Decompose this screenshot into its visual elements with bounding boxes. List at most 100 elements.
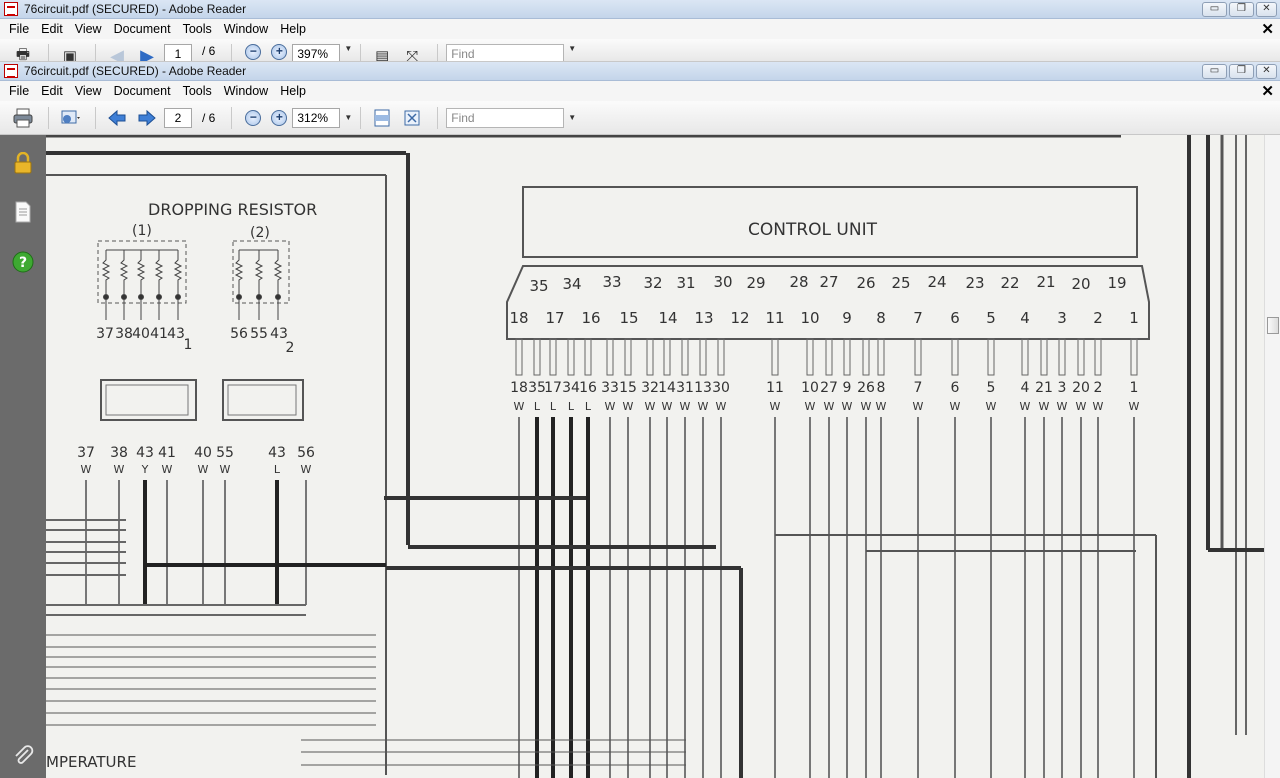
control-unit-wire-color: W [842,400,853,413]
menu-window[interactable]: Window [223,84,269,98]
back-zoom-in-icon[interactable]: + [271,44,288,60]
attachment-icon[interactable] [11,743,35,767]
next-page-icon[interactable] [134,106,160,130]
vertical-scrollbar[interactable] [1264,135,1280,778]
back-restore-button[interactable]: ❐ [1229,2,1254,17]
back-print-icon[interactable]: 🖶 [15,45,31,62]
resistor-element [173,250,183,295]
control-unit-bottom-pin: 16 [581,309,600,327]
page-number-input[interactable]: 2 [164,107,192,128]
control-unit-bottom-pin: 5 [986,309,996,327]
control-unit-wire-color: L [550,400,557,413]
resistor-2-pin-label: 56 [230,326,248,342]
back-menu-tools[interactable]: Tools [182,22,212,36]
back-find-input[interactable]: Find [446,44,565,61]
control-unit-bottom-pin: 13 [694,309,713,327]
control-unit-wire-number: 14 [658,380,676,396]
connector-pin-label: 55 [216,445,234,461]
wire-color-label: W [301,463,312,476]
menu-file[interactable]: File [9,84,30,98]
control-unit-wire-number: 8 [877,380,886,396]
control-unit-wire-number: 31 [676,380,694,396]
fit-page-icon[interactable] [369,106,395,130]
control-unit-top-pin: 21 [1036,273,1055,291]
help-icon[interactable]: ? [11,250,35,274]
share-icon[interactable] [57,106,83,130]
resistor-terminal [156,294,162,300]
find-input[interactable]: Find [446,107,565,128]
back-menubar: File Edit View Document Tools Window Hel… [0,19,1280,39]
toolbar: 2 / 6 − + 312% ▼ Find ▼ [0,101,1280,135]
wire-color-label: Y [141,463,149,476]
control-unit-wire-color: W [645,400,656,413]
back-fit-page-icon[interactable]: ▤ [375,48,390,62]
zoom-input[interactable]: 312% [292,107,341,128]
zoom-dropdown-icon[interactable]: ▼ [344,113,353,122]
back-document-close-icon[interactable]: ✕ [1261,21,1274,38]
back-menu-window[interactable]: Window [223,22,269,36]
control-unit-wire-color: W [986,400,997,413]
connector-pin-label: 43 [136,445,154,461]
background-window[interactable]: 76circuit.pdf (SECURED) - Adobe Reader ▭… [0,0,1280,62]
back-next-page-icon[interactable]: ▶ [140,45,154,62]
resistor-group-1-label: (1) [132,223,152,239]
close-button[interactable]: ✕ [1256,64,1277,79]
resistor-1-pin-label: 43 [167,326,185,342]
control-unit-top-pin: 24 [927,273,946,291]
connector-pin-label: 43 [268,445,286,461]
control-unit-wire-color: W [861,400,872,413]
control-unit-wire-color: L [534,400,541,413]
titlebar[interactable]: 76circuit.pdf (SECURED) - Adobe Reader ▭… [0,62,1280,81]
connector-pin-label: 38 [110,445,128,461]
document-close-icon[interactable]: ✕ [1261,83,1274,100]
back-menu-file[interactable]: File [9,22,30,36]
back-share-icon[interactable]: ▣ [62,48,78,62]
control-unit-bottom-pin: 3 [1057,309,1067,327]
document-view[interactable]: DROPPING RESISTOR (1) (2) CONTROL UNIT M… [46,135,1264,778]
back-previous-page-icon[interactable]: ◀ [110,45,124,62]
restore-button[interactable]: ❐ [1229,64,1254,79]
back-minimize-button[interactable]: ▭ [1202,2,1227,17]
control-unit-wire-number: 34 [562,380,580,396]
zoom-out-icon[interactable]: − [245,109,262,126]
back-toolbar: 🖶 ▣ ◀ ▶ 1 / 6 − + 397% ▼ ▤ ⤧ Find ▼ [0,39,1280,62]
back-menu-edit[interactable]: Edit [41,22,63,36]
menu-view[interactable]: View [74,84,102,98]
pages-icon[interactable] [11,200,35,224]
zoom-in-icon[interactable]: + [271,109,288,126]
previous-page-icon[interactable] [104,106,130,130]
full-screen-icon[interactable] [399,106,425,130]
menu-help[interactable]: Help [280,84,306,98]
back-menu-help[interactable]: Help [280,22,306,36]
resistor-2-pin-label: 43 [270,326,288,342]
print-icon[interactable] [10,106,36,130]
back-close-button[interactable]: ✕ [1256,2,1277,17]
lock-icon[interactable] [11,151,35,175]
back-menu-view[interactable]: View [74,22,102,36]
control-unit-wire-number: 9 [843,380,852,396]
back-page-number-input[interactable]: 1 [164,44,192,61]
control-unit-top-pin: 31 [676,274,695,292]
pin-sleeve [771,338,779,376]
back-zoom-out-icon[interactable]: − [245,44,262,60]
scrollbar-thumb[interactable] [1267,317,1279,334]
find-dropdown-icon[interactable]: ▼ [568,113,577,122]
active-window[interactable]: 76circuit.pdf (SECURED) - Adobe Reader ▭… [0,62,1280,135]
control-unit-wire-color: W [950,400,961,413]
back-titlebar[interactable]: 76circuit.pdf (SECURED) - Adobe Reader ▭… [0,0,1280,19]
resistor-1-pin-label: 41 [150,326,168,342]
back-zoom-dropdown-icon[interactable]: ▼ [344,44,353,53]
menu-tools[interactable]: Tools [182,84,212,98]
connector-pin-label: 37 [77,445,95,461]
resistor-1-pin-label: 38 [115,326,133,342]
menu-document[interactable]: Document [113,84,171,98]
back-zoom-input[interactable]: 397% [292,44,341,61]
control-unit-top-pin: 29 [746,274,765,292]
minimize-button[interactable]: ▭ [1202,64,1227,79]
back-menu-document[interactable]: Document [113,22,171,36]
back-find-dropdown-icon[interactable]: ▼ [568,44,577,53]
back-full-screen-icon[interactable]: ⤧ [406,47,419,62]
window-title: 76circuit.pdf (SECURED) - Adobe Reader [24,64,247,78]
control-unit-wire-color: W [913,400,924,413]
menu-edit[interactable]: Edit [41,84,63,98]
